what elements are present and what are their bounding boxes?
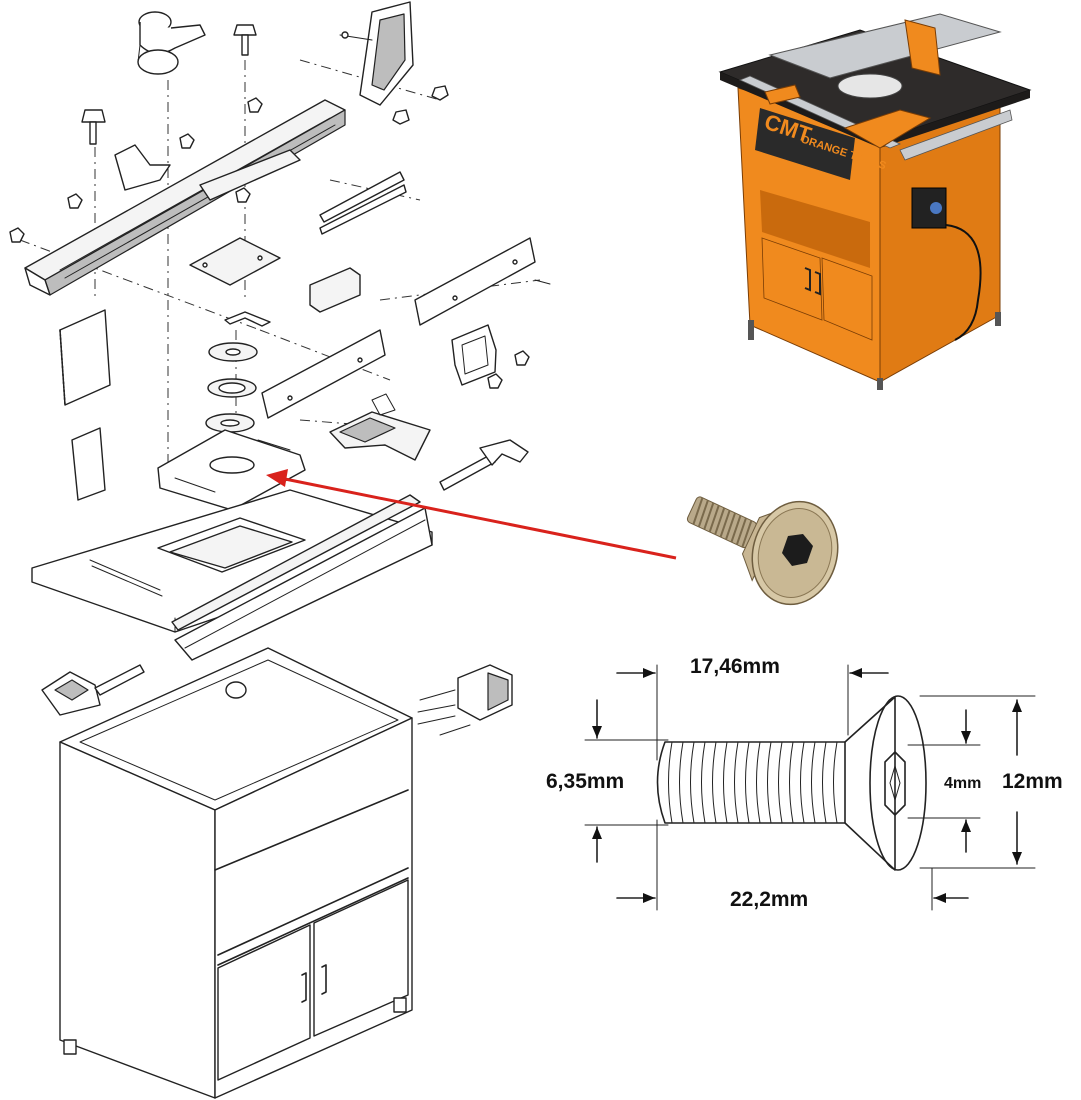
photo-thread-mark <box>714 507 726 535</box>
photo-thread-mark <box>697 499 709 528</box>
thread-ridge <box>800 741 805 824</box>
thread-ridge <box>712 741 717 824</box>
miter-arm-icon <box>439 439 529 491</box>
thread-ridge <box>789 741 794 824</box>
head-diameter-label: 12mm <box>1002 770 1063 793</box>
thread-ridge <box>668 741 673 824</box>
thread-ridge <box>778 741 783 824</box>
thread-ridge <box>756 741 761 824</box>
photo-thread-mark <box>730 515 742 543</box>
fence-rail-right-icon <box>319 171 407 235</box>
dust-port-icon <box>137 11 206 75</box>
exploded-assembly <box>9 1 677 1099</box>
hex-size-label: 4mm <box>944 775 981 792</box>
photo-thread-mark <box>735 517 747 545</box>
photo-thread-mark <box>708 505 720 533</box>
cabinet-icon <box>59 647 413 1099</box>
photo-thread-mark <box>741 520 753 548</box>
nut-icon <box>9 97 530 389</box>
router-table-top-icon <box>31 489 433 661</box>
hold-down-clamp-icon <box>329 393 431 461</box>
router-table-photo: CMT ORANGE TOOLS <box>718 13 1032 390</box>
thread-ridge <box>723 741 728 824</box>
screw-length-label: 22,2mm <box>730 888 808 911</box>
miter-gauge-icon <box>41 664 145 716</box>
insert-plate-icon <box>189 237 281 286</box>
thread-ridge <box>701 741 706 824</box>
knob-icon <box>81 109 106 145</box>
thread-ridge <box>734 741 739 824</box>
screw-photo <box>686 496 839 606</box>
knob-icon <box>233 24 257 56</box>
thread-ridge <box>690 741 695 824</box>
bit-guard-icon <box>451 324 497 386</box>
thread-ridge <box>679 741 684 824</box>
screw-dimension-drawing: 17,46mm 22,2mm 6,35mm 4mm 12mm <box>546 655 1063 911</box>
fence-rail-icon <box>24 99 346 296</box>
thread-diameter-label: 6,35mm <box>546 770 624 793</box>
photo-thread-mark <box>692 497 704 525</box>
insert-rings-icon <box>205 311 271 433</box>
router-plate-icon <box>157 429 306 511</box>
thread-ridge <box>767 741 772 824</box>
fence-face-icon <box>261 329 386 419</box>
thread-ridge <box>745 741 750 824</box>
pointer-arrow <box>266 469 677 560</box>
thread-ridge <box>811 741 816 824</box>
photo-thread-mark <box>725 512 737 540</box>
thread-length-label: 17,46mm <box>690 655 780 678</box>
manual-booklet-icon <box>59 309 111 501</box>
featherboard-icon <box>339 1 449 125</box>
photo-thread-mark <box>719 510 731 538</box>
thread-ridge <box>833 741 838 824</box>
photo-thread-mark <box>703 502 715 530</box>
thread-ridge <box>822 741 827 824</box>
switch-box-icon <box>417 664 513 736</box>
spacer-block-icon <box>309 267 361 313</box>
sub-fence-icon <box>414 237 551 326</box>
fence-insert-icon <box>114 144 301 201</box>
